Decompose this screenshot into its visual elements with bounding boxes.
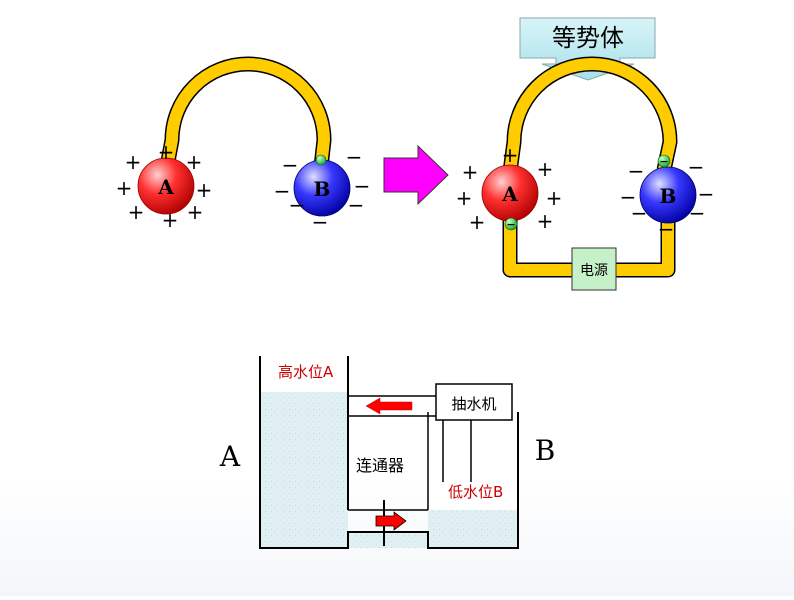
charge-plus: + xyxy=(456,186,473,210)
charge-minus: − xyxy=(289,193,306,217)
charge-plus: + xyxy=(469,210,486,234)
charge-minus: − xyxy=(348,193,365,217)
right-conductor-pair: 等势体 电源 A B − − + + + + + + + − − xyxy=(456,17,715,291)
tank-b-label: B xyxy=(535,434,556,467)
water-analogy: 抽水机 高水位A 低水位B 连通器 A B xyxy=(219,354,556,549)
charge-minus: − xyxy=(698,182,715,206)
charge-plus: + xyxy=(128,200,145,224)
connector-pipe-water xyxy=(348,532,428,548)
power-source-box xyxy=(571,247,617,291)
charge-minus: − xyxy=(346,145,363,169)
pump-label: 抽水机 xyxy=(451,395,496,413)
charge-minus: − xyxy=(689,201,706,225)
charge-plus: + xyxy=(196,178,213,202)
tank-b-water xyxy=(428,510,518,548)
right-ball-b-label: B xyxy=(660,184,677,208)
charge-plus: + xyxy=(462,160,479,184)
charge-minus: − xyxy=(274,179,291,203)
electron-sign: − xyxy=(506,218,515,231)
low-level-label: 低水位B xyxy=(448,483,503,501)
charge-minus: − xyxy=(688,155,705,179)
left-a-charges: + + + + + + + + xyxy=(116,140,213,232)
charge-minus: − xyxy=(628,159,645,183)
charge-minus: − xyxy=(354,174,371,198)
charge-plus: + xyxy=(186,150,203,174)
charge-minus: − xyxy=(282,153,299,177)
charge-plus: + xyxy=(158,140,175,164)
transition-arrow xyxy=(383,144,449,206)
right-upper-wire-fill xyxy=(504,58,676,173)
charge-plus: + xyxy=(537,157,554,181)
flow-arrow-left-icon xyxy=(365,397,413,415)
charge-plus: + xyxy=(546,186,563,210)
electron-icon xyxy=(657,154,671,168)
electron-icon xyxy=(504,217,518,231)
charge-minus: − xyxy=(312,210,329,234)
charge-plus: + xyxy=(187,200,204,224)
left-ball-a xyxy=(137,157,195,215)
tank-a-label: A xyxy=(219,440,241,473)
left-ball-a-label: A xyxy=(157,175,174,199)
high-level-label: 高水位A xyxy=(278,363,334,381)
right-ball-b xyxy=(639,166,697,224)
left-connecting-wire-fill xyxy=(160,58,330,177)
right-b-charges: − − − − − − − xyxy=(620,155,715,241)
left-b-charges: − − − − − − − xyxy=(274,145,371,234)
charge-plus: + xyxy=(502,143,519,167)
power-source-label: 电源 xyxy=(580,263,608,279)
flow-arrow-right-icon xyxy=(375,511,407,531)
charge-plus: + xyxy=(537,209,554,233)
right-ball-a-label: A xyxy=(501,182,518,206)
left-ball-b-label: B xyxy=(314,177,331,201)
charge-minus: − xyxy=(658,217,675,241)
charge-plus: + xyxy=(162,208,179,232)
charge-minus: − xyxy=(631,201,648,225)
connector-label: 连通器 xyxy=(356,456,404,475)
pump-box xyxy=(435,383,513,421)
tank-a-water xyxy=(260,392,348,548)
left-conductor-pair: A B + + + + + + + + − − − − − − − xyxy=(116,56,371,234)
electron-sign: − xyxy=(659,155,668,168)
charge-plus: + xyxy=(116,176,133,200)
equipotential-label: 等势体 xyxy=(552,24,624,52)
left-electron-icon xyxy=(315,154,327,166)
charge-plus: + xyxy=(125,150,142,174)
charge-minus: − xyxy=(620,185,637,209)
right-a-charges: + + + + + + + xyxy=(456,143,563,234)
